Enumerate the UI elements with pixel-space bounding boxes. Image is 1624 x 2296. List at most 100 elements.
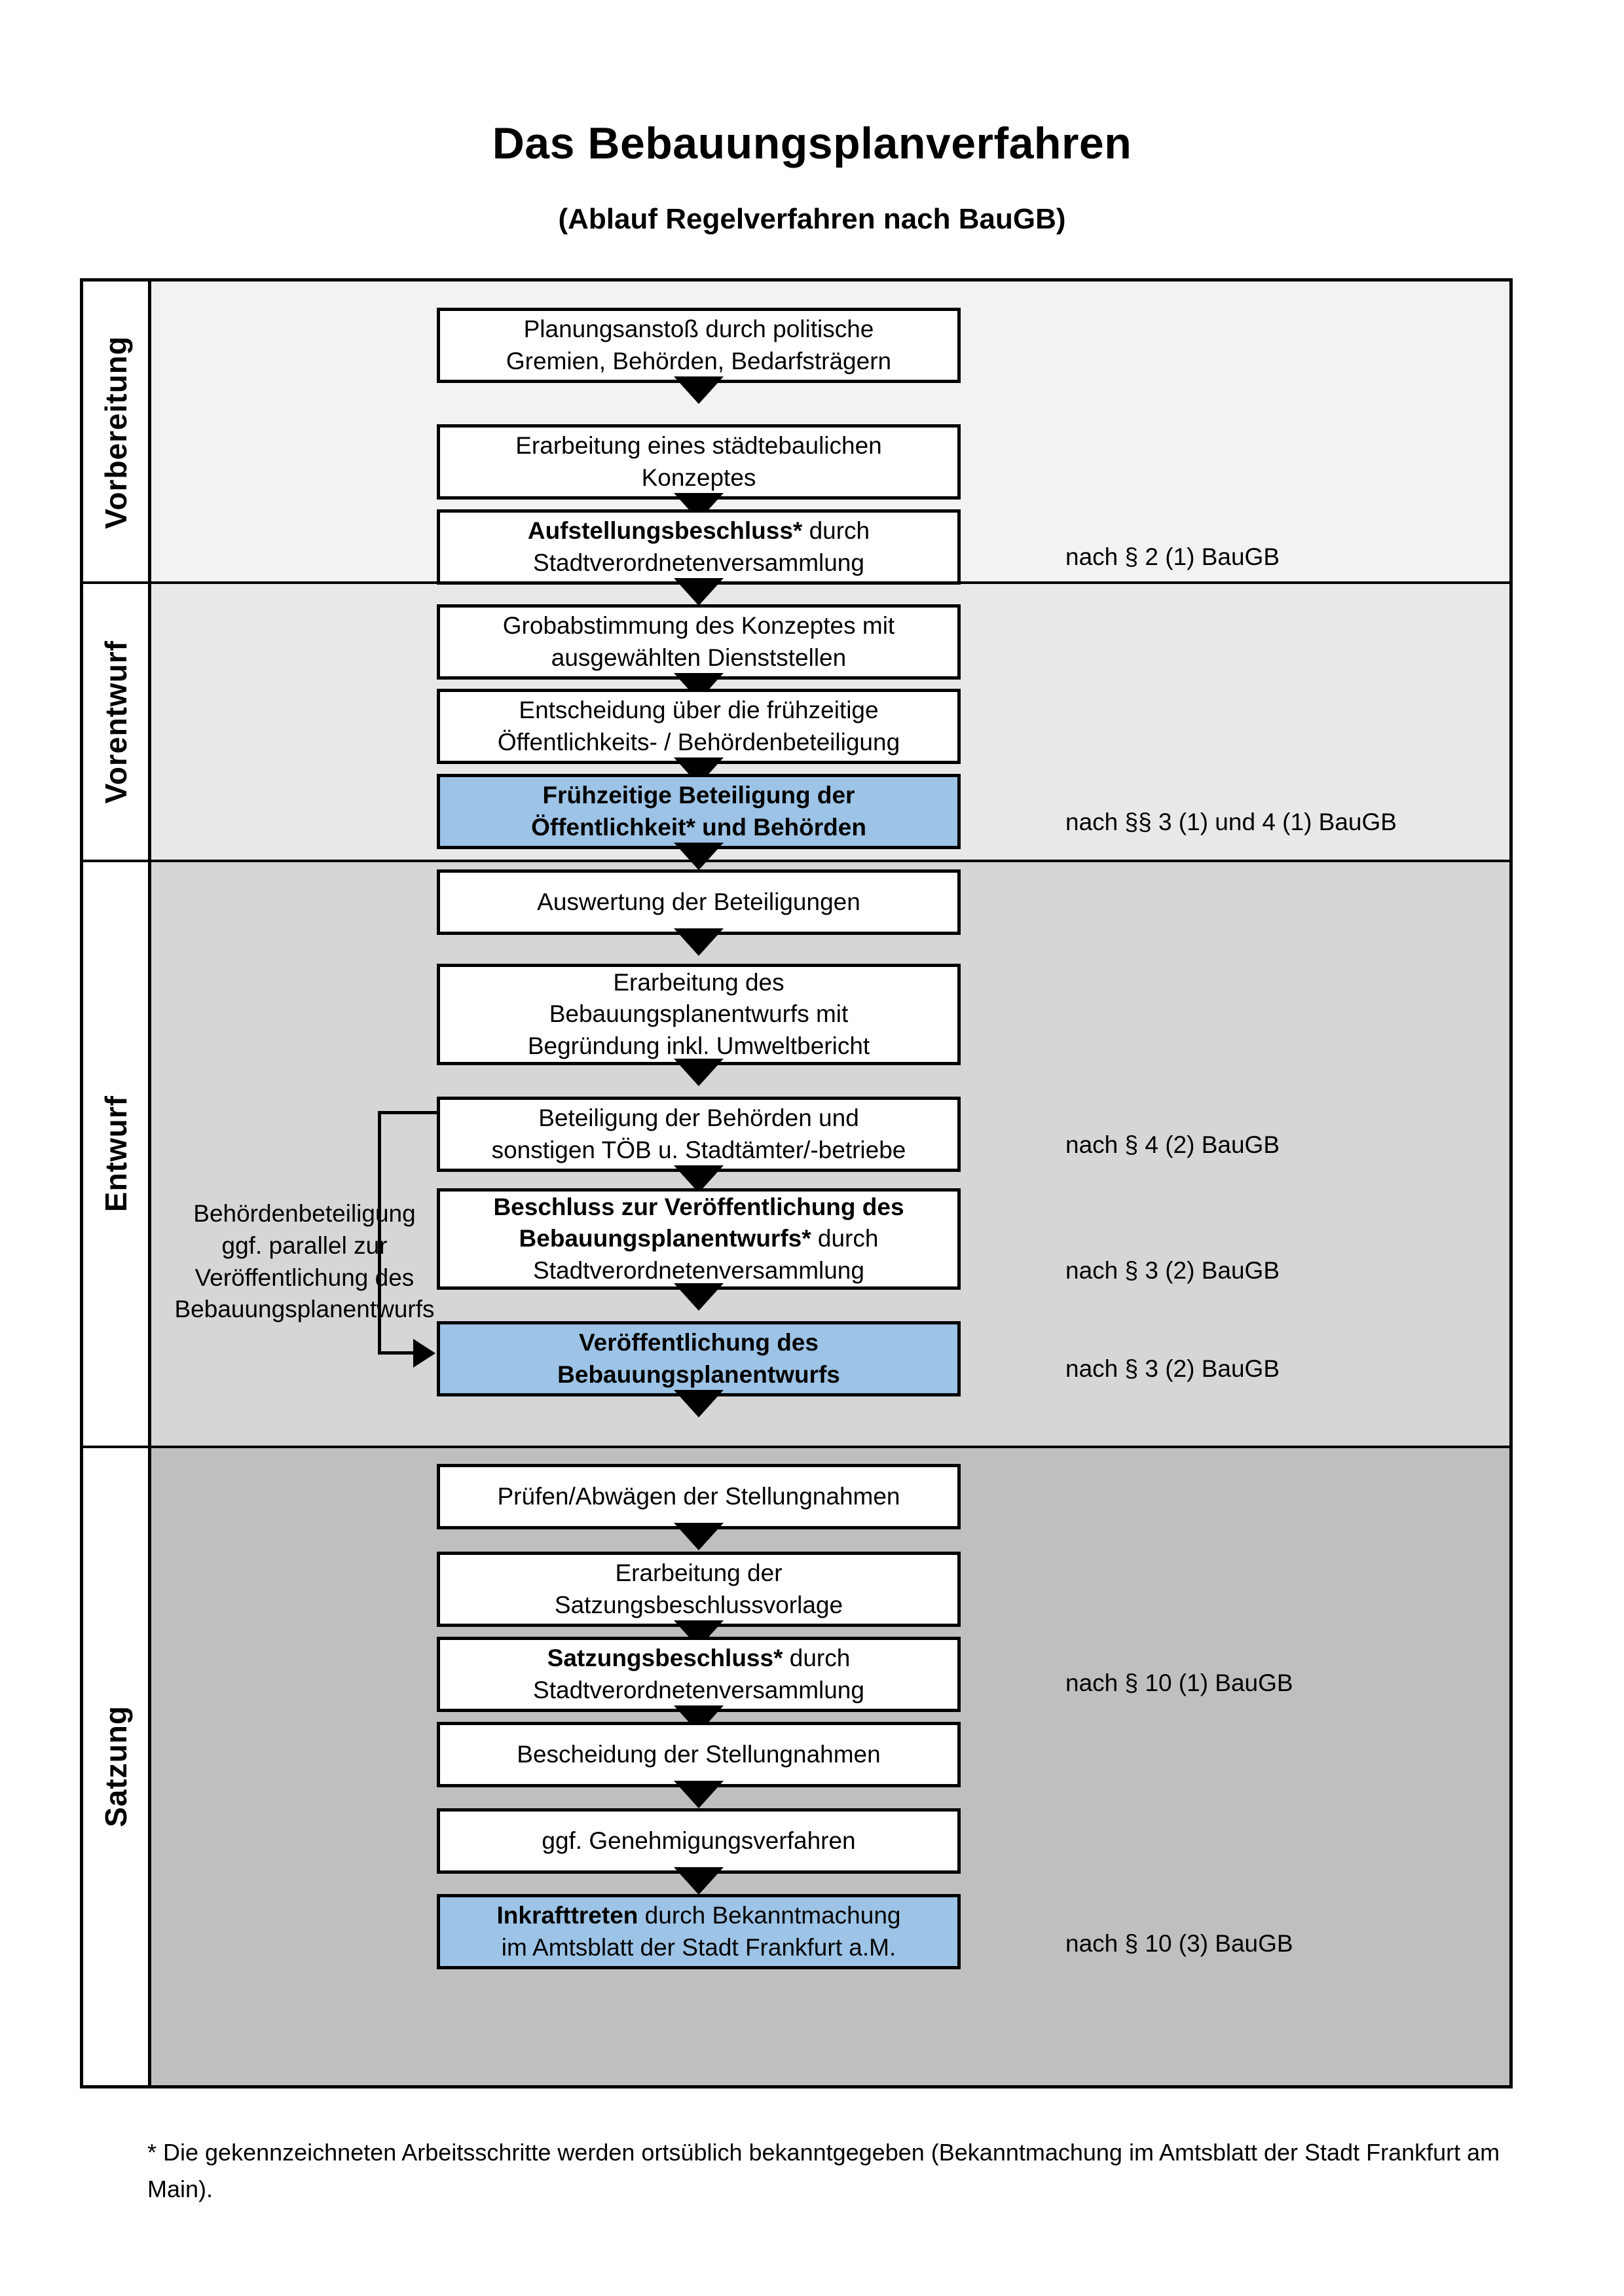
flow-step-line-main: Bebauungsplanentwurfs mit bbox=[549, 1000, 849, 1028]
flow-step-line-main: Satzungsbeschlussvorlage bbox=[554, 1591, 843, 1618]
flow-arrow-down-icon bbox=[674, 1059, 724, 1086]
flow-step-line-main: Frühzeitige Beteiligung der bbox=[542, 782, 855, 809]
flow-step-line-main: Erarbeitung der bbox=[615, 1559, 783, 1587]
flow-arrow-down-icon bbox=[674, 376, 724, 404]
side-note-line: Behördenbeteiligung bbox=[193, 1200, 416, 1227]
flow-step-text: Grobabstimmung des Konzeptes mit ausgewäh… bbox=[503, 610, 895, 673]
flow-step-line-main: Aufstellungsbeschluss* bbox=[527, 517, 803, 545]
flow-step-s4[interactable]: Grobabstimmung des Konzeptes mit ausgewäh… bbox=[437, 604, 961, 680]
flow-step-line-main: Beschluss zur Veröffentlichung des bbox=[493, 1194, 904, 1221]
phase-label-cell-entwurf: Entwurf bbox=[83, 861, 151, 1447]
legal-reference-r3: nach § 4 (2) BauGB bbox=[1065, 1131, 1280, 1158]
flow-step-line: Bescheidung der Stellungnahmen bbox=[517, 1739, 880, 1770]
flow-step-line: Beteiligung der Behörden und bbox=[492, 1102, 906, 1134]
flow-step-line-main: Konzeptes bbox=[641, 464, 756, 491]
flow-step-line: Öffentlichkeit* und Behörden bbox=[531, 812, 866, 843]
flow-step-line: Entscheidung über die frühzeitige bbox=[498, 695, 900, 726]
flow-step-line-main: Gremien, Behörden, Bedarfsträgern bbox=[506, 347, 892, 374]
flow-step-line-main: Veröffentlichung des bbox=[579, 1329, 819, 1357]
flow-step-line-suffix: durch bbox=[783, 1645, 851, 1672]
flow-step-line-main: ausgewählten Dienststellen bbox=[551, 644, 847, 671]
legal-reference-r7: nach § 10 (3) BauGB bbox=[1065, 1930, 1293, 1957]
phase-label-text-vorbereitung: Vorbereitung bbox=[98, 335, 133, 529]
flow-step-line: Stadtverordnetenversammlung bbox=[493, 1255, 904, 1286]
flow-step-line: Erarbeitung eines städtebaulichen bbox=[515, 430, 882, 462]
title-block: Das Bebauungsplanverfahren (Ablauf Regel… bbox=[0, 118, 1624, 236]
phase-divider-satzung bbox=[83, 1446, 1509, 1448]
flow-step-line: Frühzeitige Beteiligung der bbox=[531, 780, 866, 811]
flow-step-line: ausgewählten Dienststellen bbox=[503, 642, 895, 674]
flow-step-line: Konzeptes bbox=[515, 462, 882, 494]
side-note-line: Veröffentlichung des bbox=[194, 1264, 415, 1291]
flow-step-line: Inkrafttreten durch Bekanntmachung bbox=[497, 1900, 901, 1931]
flow-step-line-main: Öffentlichkeit* und Behörden bbox=[531, 813, 866, 841]
flow-step-line-main: ggf. Genehmigungsverfahren bbox=[542, 1827, 856, 1854]
flow-step-line-main: Erarbeitung des bbox=[613, 969, 784, 996]
flow-step-line: Gremien, Behörden, Bedarfsträgern bbox=[506, 346, 891, 377]
flow-step-line: Aufstellungsbeschluss* durch bbox=[528, 515, 870, 547]
flow-step-line: Grobabstimmung des Konzeptes mit bbox=[503, 610, 895, 642]
feedback-connector-top bbox=[378, 1111, 437, 1114]
phase-label-text-entwurf: Entwurf bbox=[98, 1095, 133, 1212]
flow-step-line: ggf. Genehmigungsverfahren bbox=[542, 1825, 855, 1857]
feedback-connector-spine bbox=[378, 1111, 381, 1351]
flow-step-line: Bebauungsplanentwurfs mit bbox=[528, 998, 870, 1030]
flow-step-line: Erarbeitung des bbox=[528, 967, 870, 998]
flow-step-s9[interactable]: Beteiligung der Behörden und sonstigen TÖ… bbox=[437, 1097, 961, 1172]
feedback-arrowhead-icon bbox=[413, 1339, 435, 1368]
flow-step-line: Satzungsbeschluss* durch bbox=[533, 1643, 864, 1674]
legal-reference-r1: nach § 2 (1) BauGB bbox=[1065, 543, 1280, 570]
flow-step-line-main: Bebauungsplanentwurfs bbox=[557, 1360, 840, 1388]
flow-step-line-main: Stadtverordnetenversammlung bbox=[533, 1256, 864, 1284]
flow-arrow-down-icon bbox=[674, 843, 724, 870]
flow-step-line-main: Begründung inkl. Umweltbericht bbox=[527, 1032, 870, 1059]
flow-arrow-down-icon bbox=[674, 1867, 724, 1895]
phase-label-cell-satzung: Satzung bbox=[83, 1447, 151, 2085]
flow-step-line-main: Stadtverordnetenversammlung bbox=[533, 549, 864, 576]
flow-step-line-main: Beteiligung der Behörden und bbox=[538, 1104, 859, 1132]
flow-step-line: Beschluss zur Veröffentlichung des bbox=[493, 1192, 904, 1223]
flow-step-s12[interactable]: Prüfen/Abwägen der Stellungnahmen bbox=[437, 1464, 961, 1529]
flow-step-line-main: Grobabstimmung des Konzeptes mit bbox=[502, 612, 895, 640]
flow-arrow-down-icon bbox=[674, 928, 724, 956]
flow-arrow-down-icon bbox=[674, 1390, 724, 1417]
flow-step-text: Auswertung der Beteiligungen bbox=[537, 886, 860, 918]
flow-step-text: ggf. Genehmigungsverfahren bbox=[542, 1825, 855, 1857]
flow-step-line: Bebauungsplanentwurfs bbox=[557, 1359, 840, 1391]
flow-step-line: Stadtverordnetenversammlung bbox=[528, 547, 870, 579]
flow-step-line-main: Bebauungsplanentwurfs* bbox=[519, 1225, 811, 1252]
flow-step-s15[interactable]: Bescheidung der Stellungnahmen bbox=[437, 1722, 961, 1787]
flow-step-line-main: Bescheidung der Stellungnahmen bbox=[517, 1740, 881, 1768]
flow-arrow-down-icon bbox=[674, 1523, 724, 1550]
flow-arrow-down-icon bbox=[674, 578, 724, 606]
phase-label-text-satzung: Satzung bbox=[98, 1705, 133, 1827]
flow-step-line-main: sonstigen TÖB u. Stadtämter/-betriebe bbox=[491, 1136, 906, 1163]
phase-label-cell-vorentwurf: Vorentwurf bbox=[83, 583, 151, 861]
flow-step-s16[interactable]: ggf. Genehmigungsverfahren bbox=[437, 1808, 961, 1874]
flow-step-line: Stadtverordnetenversammlung bbox=[533, 1675, 864, 1706]
flow-step-line: Planungsanstoß durch politische bbox=[506, 314, 891, 345]
flow-step-line: Prüfen/Abwägen der Stellungnahmen bbox=[497, 1481, 900, 1512]
legal-reference-r5: nach § 3 (2) BauGB bbox=[1065, 1355, 1280, 1382]
flow-step-s7[interactable]: Auswertung der Beteiligungen bbox=[437, 869, 961, 935]
flow-step-line: Satzungsbeschlussvorlage bbox=[555, 1590, 843, 1621]
